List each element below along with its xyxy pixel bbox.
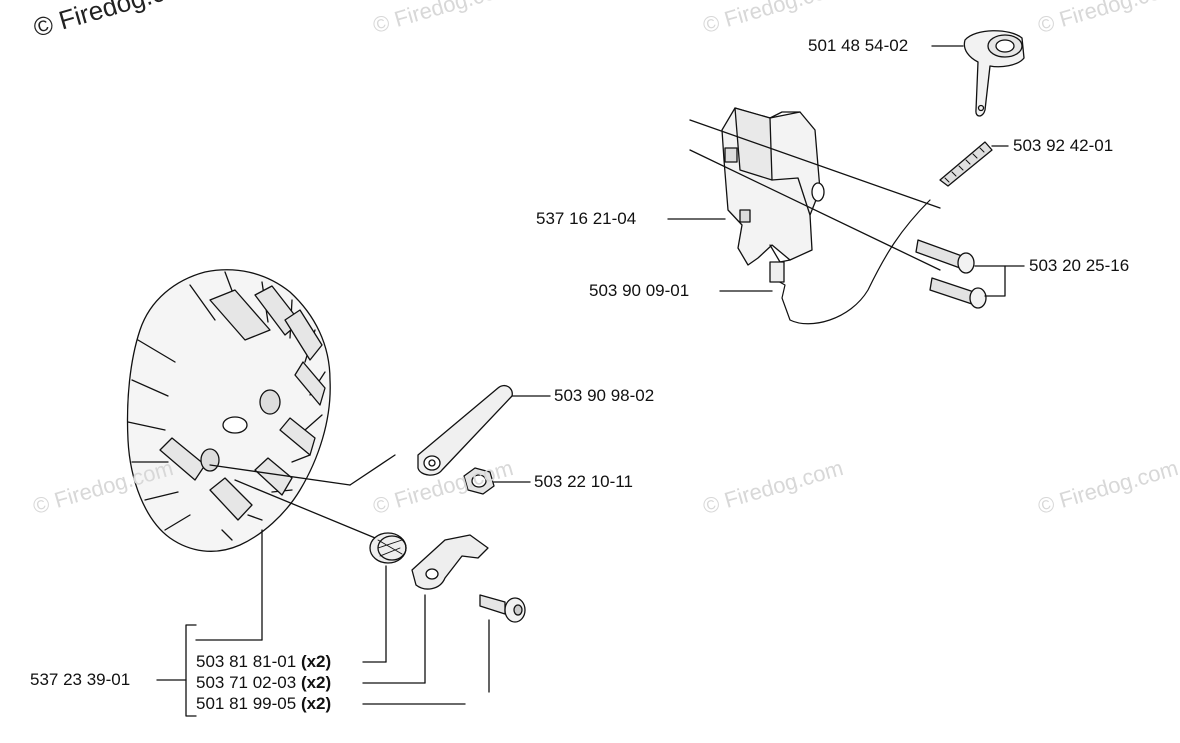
part-number: 503 81 81-01	[196, 652, 297, 671]
module-screws	[915, 239, 987, 309]
part-number: 503 90 09-01	[589, 281, 690, 300]
hex-nut	[463, 467, 495, 495]
part-label: 503 22 10-11	[534, 472, 633, 492]
part-number: 503 92 42-01	[1013, 136, 1114, 155]
part-label: 537 16 21-04	[536, 209, 636, 229]
spark-plug-boot	[963, 30, 1025, 117]
pawl	[411, 534, 489, 590]
part-number: 503 22 10-11	[534, 472, 633, 491]
part-number: 503 20 25-16	[1029, 256, 1130, 275]
part-number: 537 16 21-04	[536, 209, 637, 228]
part-label: 503 81 81-01 (x2)	[196, 652, 331, 672]
part-number: 501 48 54-02	[808, 36, 909, 55]
part-quantity: (x2)	[300, 673, 332, 692]
spark-spring	[939, 141, 993, 187]
part-quantity: (x2)	[300, 694, 332, 713]
ignition-module	[721, 107, 931, 325]
shoulder-bolt	[479, 594, 526, 623]
part-quantity: (x2)	[300, 652, 332, 671]
part-label: 501 48 54-02	[808, 36, 908, 56]
part-number: 537 23 39-01	[30, 670, 131, 689]
part-label: 503 90 09-01	[589, 281, 689, 301]
part-label: 503 90 98-02	[554, 386, 654, 406]
pawl-arm	[417, 384, 513, 476]
part-label: 503 71 02-03 (x2)	[196, 673, 331, 693]
part-label: 503 92 42-01	[1013, 136, 1113, 156]
part-number: 503 90 98-02	[554, 386, 655, 405]
part-number: 501 81 99-05	[196, 694, 297, 713]
part-label: 501 81 99-05 (x2)	[196, 694, 331, 714]
pawl-spring	[369, 532, 407, 564]
part-label: 503 20 25-16	[1029, 256, 1129, 276]
part-label: 537 23 39-01	[30, 670, 130, 690]
flywheel	[126, 269, 331, 552]
part-number: 503 71 02-03	[196, 673, 297, 692]
